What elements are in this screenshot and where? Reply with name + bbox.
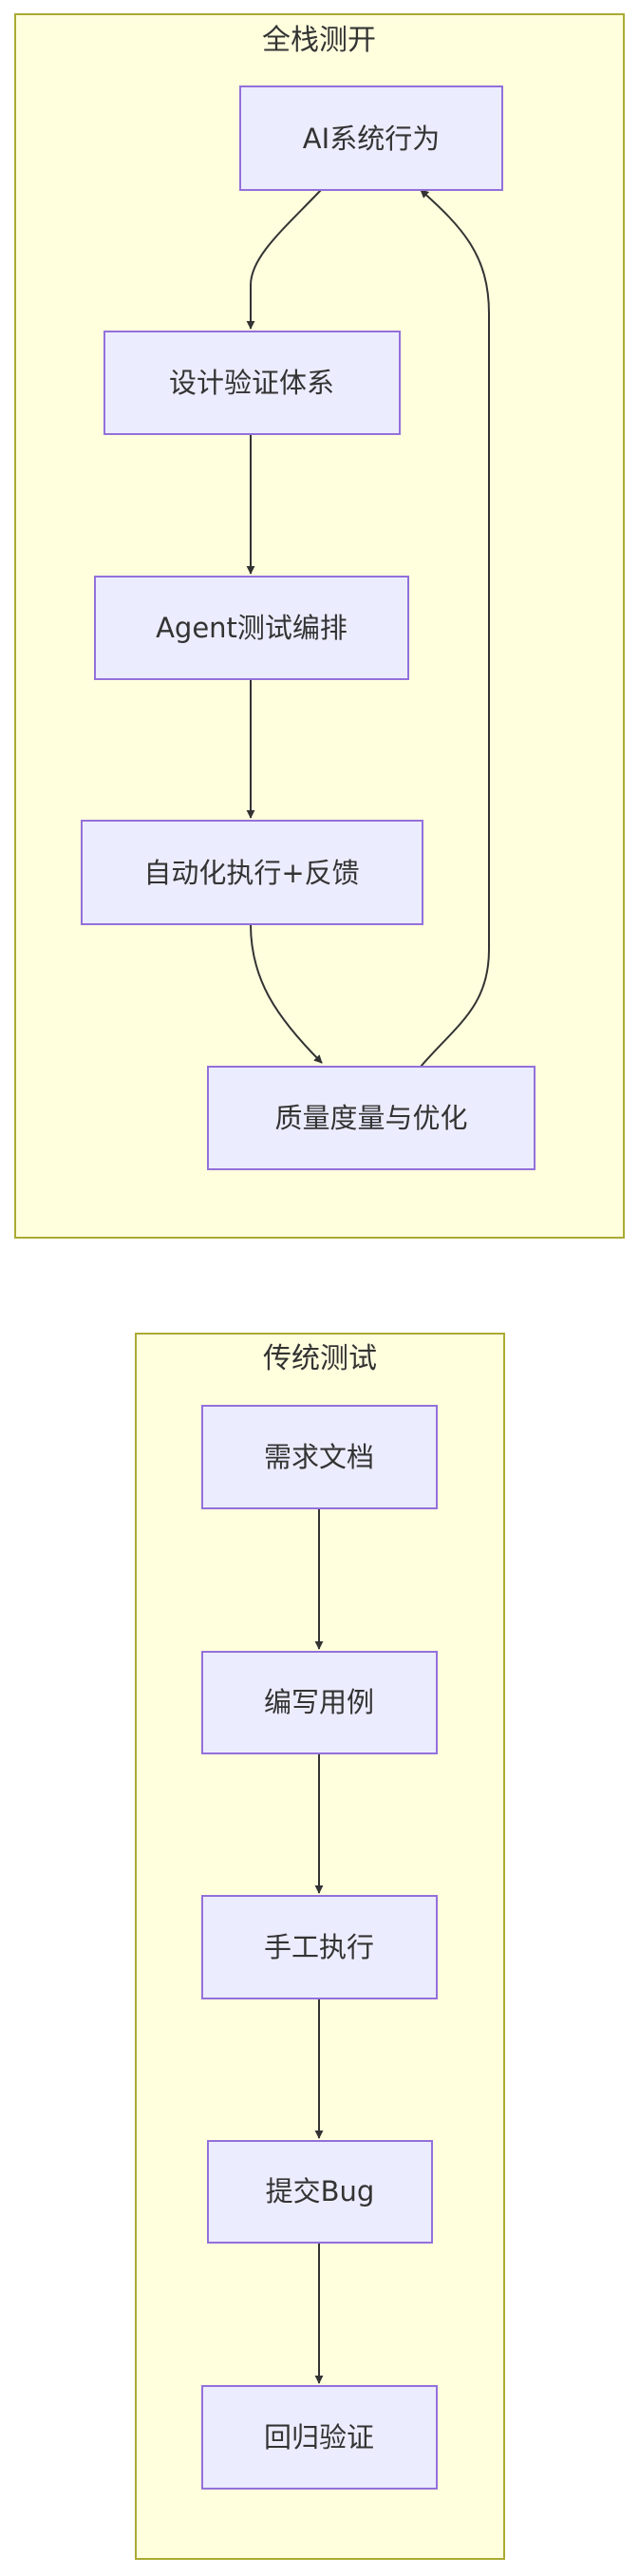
node-design-verification: 设计验证体系 xyxy=(103,331,401,435)
node-requirements-doc: 需求文档 xyxy=(201,1405,438,1509)
edge-automation-to-quality xyxy=(250,923,323,1064)
edge-ai-to-design xyxy=(246,189,322,330)
node-requirements-doc-label: 需求文档 xyxy=(264,1441,374,1473)
node-agent-orchestration: Agent测试编排 xyxy=(94,576,409,680)
node-quality-measure: 质量度量与优化 xyxy=(207,1066,536,1170)
node-automation-feedback: 自动化执行+反馈 xyxy=(81,820,423,925)
node-quality-measure-label: 质量度量与优化 xyxy=(274,1102,467,1134)
node-submit-bug-label: 提交Bug xyxy=(266,2175,375,2207)
node-ai-behavior-label: AI系统行为 xyxy=(303,123,440,155)
node-manual-execution-label: 手工执行 xyxy=(264,1931,374,1963)
node-agent-orchestration-label: Agent测试编排 xyxy=(156,612,348,644)
node-ai-behavior: AI系统行为 xyxy=(239,85,503,191)
node-submit-bug: 提交Bug xyxy=(207,2140,433,2244)
node-automation-feedback-label: 自动化执行+反馈 xyxy=(143,857,359,889)
edge-quality-to-ai xyxy=(420,189,490,1068)
node-design-verification-label: 设计验证体系 xyxy=(169,367,334,399)
node-manual-execution: 手工执行 xyxy=(201,1895,438,1999)
node-write-cases: 编写用例 xyxy=(201,1651,438,1754)
node-regression-label: 回归验证 xyxy=(264,2421,374,2453)
cluster-traditional-title: 传统测试 xyxy=(263,1342,377,1375)
node-write-cases-label: 编写用例 xyxy=(264,1686,374,1718)
cluster-fullstack-title: 全栈测开 xyxy=(262,24,376,57)
node-regression: 回归验证 xyxy=(201,2385,438,2490)
